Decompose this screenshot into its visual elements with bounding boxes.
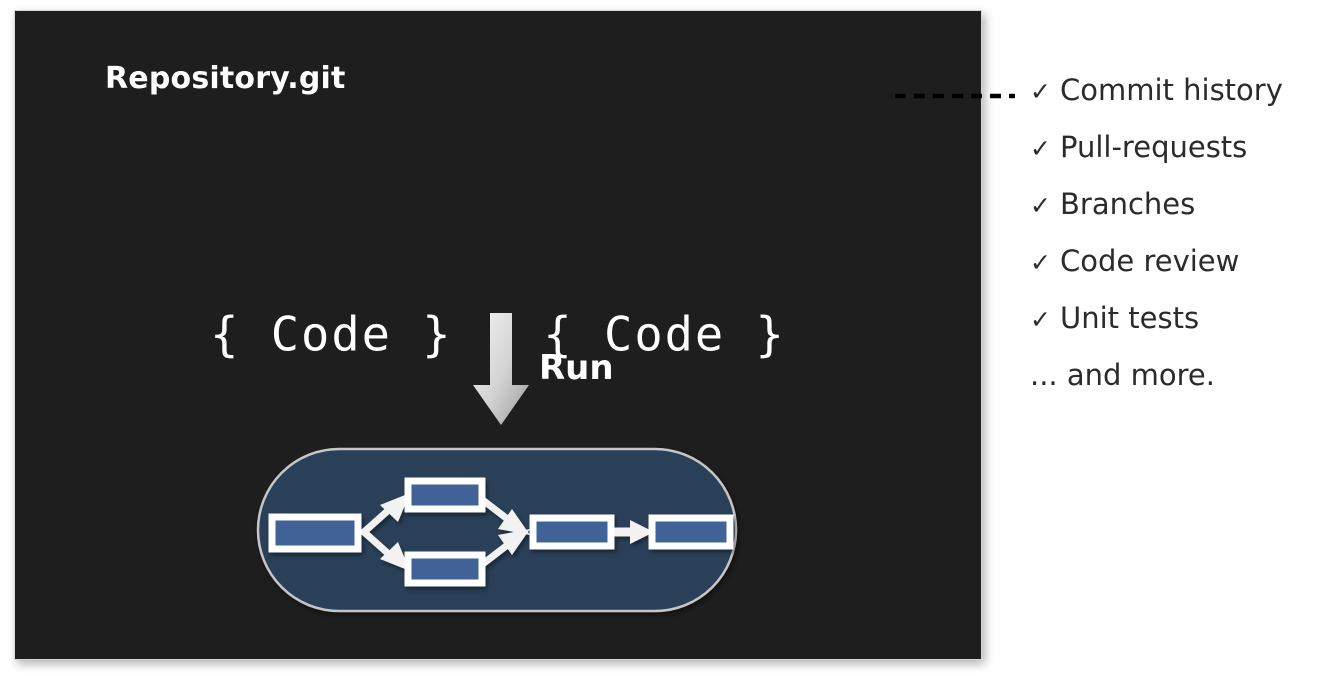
slide-panel: Repository.git { Code } { Code } Run	[14, 10, 982, 660]
checklist-item-pull-requests: ✓ Pull-requests	[1030, 133, 1330, 190]
checklist-item-label: Commit history	[1060, 73, 1283, 107]
checklist-item-label: Branches	[1060, 187, 1196, 221]
page-title: Repository.git	[105, 61, 346, 96]
down-arrow-icon	[473, 313, 529, 425]
check-icon: ✓	[1030, 248, 1051, 277]
run-label: Run	[539, 348, 614, 388]
dashed-connector-line	[895, 93, 1015, 99]
checklist-item-label: ... and more.	[1030, 358, 1215, 392]
check-icon: ✓	[1030, 77, 1051, 106]
checklist-item-label: Code review	[1060, 244, 1240, 278]
pipeline-container	[256, 447, 738, 613]
pipeline-node-merge	[529, 514, 615, 550]
pipeline-node-start	[268, 513, 362, 553]
checklist-item-unit-tests: ✓ Unit tests	[1030, 304, 1330, 361]
pipeline-node-branch-a	[404, 477, 486, 513]
check-icon: ✓	[1030, 134, 1051, 163]
checklist-item-label: Unit tests	[1060, 301, 1200, 335]
pipeline-node-branch-b	[404, 551, 486, 587]
checklist-item-and-more: ... and more.	[1030, 361, 1330, 418]
code-card-label: { Code } { Code }	[210, 307, 786, 363]
check-icon: ✓	[1030, 191, 1051, 220]
checklist-item-label: Pull-requests	[1060, 130, 1248, 164]
checklist-item-commit-history: ✓ Commit history	[1030, 76, 1330, 133]
pipeline-diagram	[256, 447, 738, 613]
pipeline-nodes	[268, 477, 734, 587]
pipeline-node-deploy	[648, 514, 734, 550]
checklist-item-branches: ✓ Branches	[1030, 190, 1330, 247]
feature-checklist: ✓ Commit history ✓ Pull-requests ✓ Branc…	[1030, 76, 1330, 418]
check-icon: ✓	[1030, 305, 1051, 334]
pipeline-edges	[360, 493, 654, 571]
checklist-item-code-review: ✓ Code review	[1030, 247, 1330, 304]
